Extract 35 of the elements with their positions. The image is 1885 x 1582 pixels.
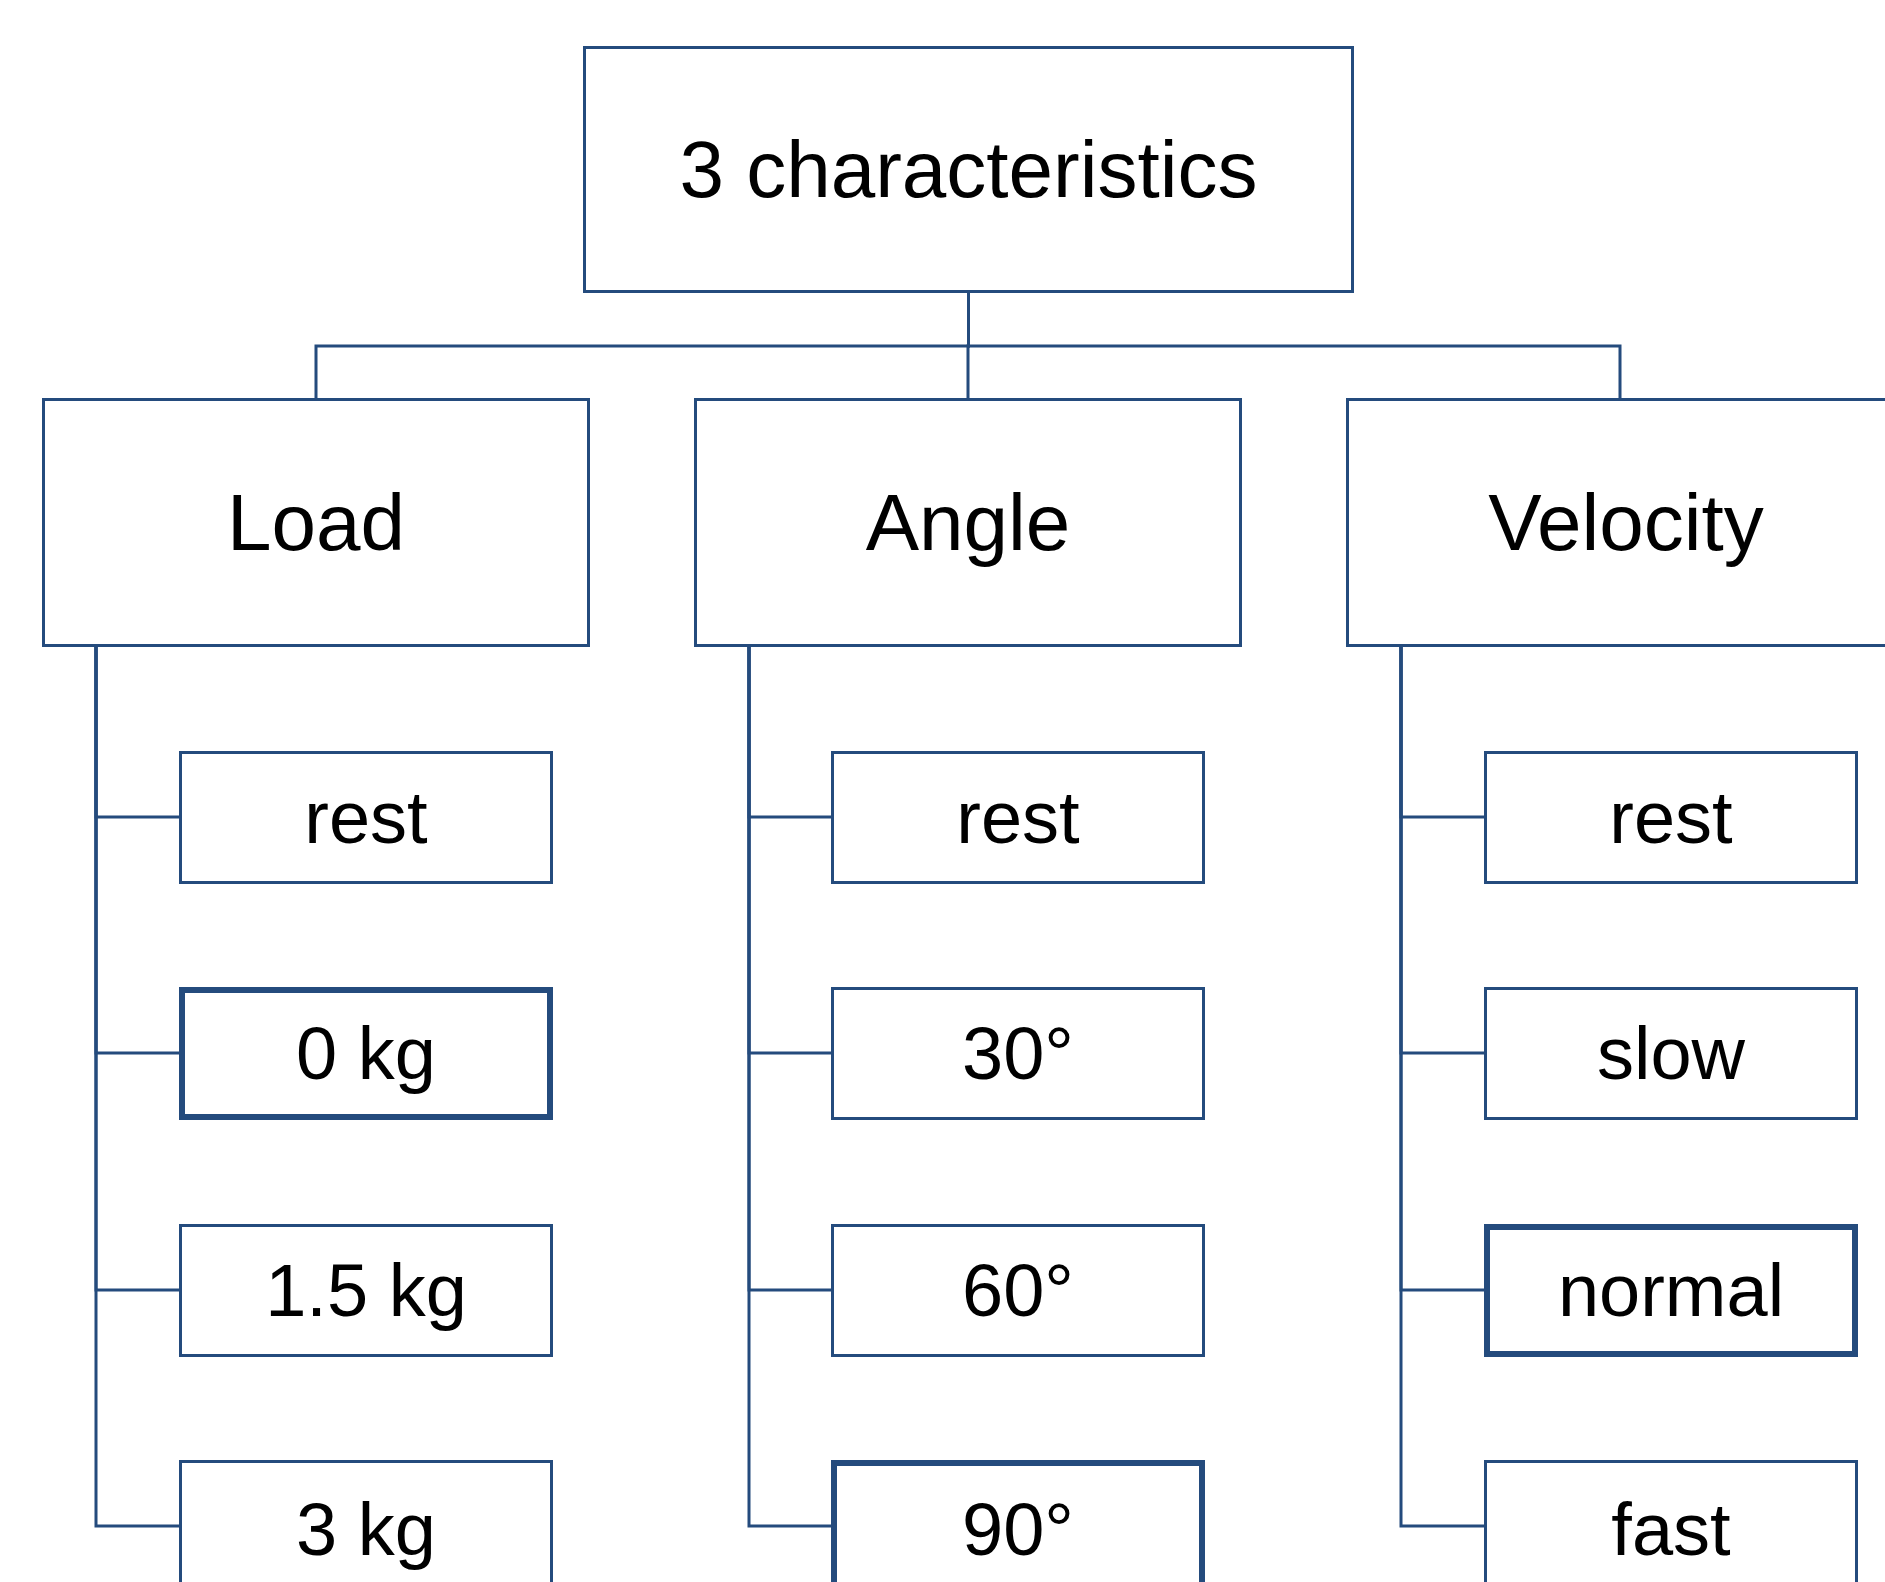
option-box — [1484, 987, 1858, 1120]
box-label: 3 kg — [296, 1489, 436, 1571]
option-box — [179, 1224, 553, 1357]
box-label: 1.5 kg — [265, 1249, 467, 1332]
box-label: 0 kg — [296, 1012, 436, 1095]
option-box — [1484, 1460, 1858, 1582]
box-label: 90° — [962, 1489, 1074, 1571]
box-label: fast — [1611, 1489, 1731, 1571]
connector-line — [94, 647, 179, 1528]
root-box — [583, 46, 1354, 293]
box-label: Load — [227, 478, 405, 567]
connector-line — [747, 647, 831, 1528]
option-box — [179, 987, 553, 1120]
box-label: 60° — [962, 1249, 1074, 1332]
option-box — [179, 751, 553, 884]
option-box — [831, 1460, 1205, 1582]
option-box — [831, 987, 1205, 1120]
box-label: 3 characteristics — [679, 125, 1258, 214]
category-box — [694, 398, 1242, 647]
connector-line — [1399, 647, 1484, 1528]
option-box — [831, 751, 1205, 884]
option-box — [179, 1460, 553, 1582]
box-label: 30° — [962, 1012, 1074, 1095]
box-label: normal — [1557, 1249, 1785, 1332]
box-label: Angle — [865, 478, 1071, 567]
option-box — [1484, 751, 1858, 884]
box-label: rest — [956, 776, 1080, 859]
category-box — [42, 398, 590, 647]
option-box — [1484, 1224, 1858, 1357]
box-label: rest — [304, 776, 428, 859]
option-box — [831, 1224, 1205, 1357]
box-label: Velocity — [1488, 478, 1764, 567]
box-label: slow — [1596, 1012, 1745, 1095]
box-label: rest — [1609, 776, 1733, 859]
category-box — [1346, 398, 1885, 647]
